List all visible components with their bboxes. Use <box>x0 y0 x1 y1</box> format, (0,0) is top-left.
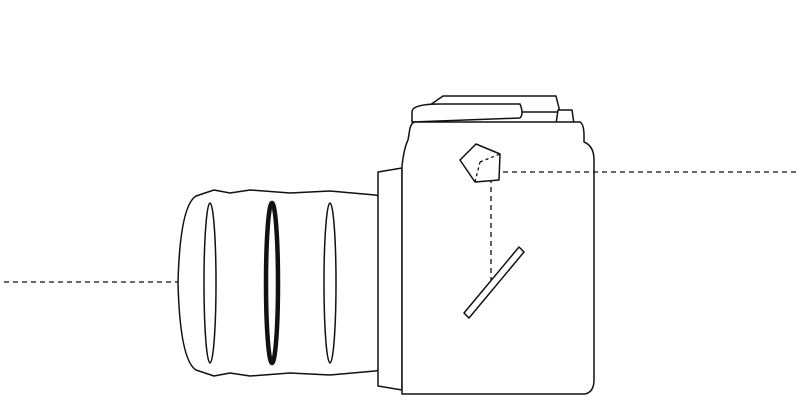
pentaprism <box>459 143 501 183</box>
dial-cap <box>411 103 523 123</box>
lens-element-middle <box>263 200 281 366</box>
body-shell <box>401 121 595 395</box>
lens-mount <box>377 167 403 391</box>
lens-element-rear <box>323 202 337 364</box>
reflex-mirror <box>463 246 525 319</box>
lens-element-front <box>203 202 217 364</box>
camera-body <box>377 95 595 395</box>
